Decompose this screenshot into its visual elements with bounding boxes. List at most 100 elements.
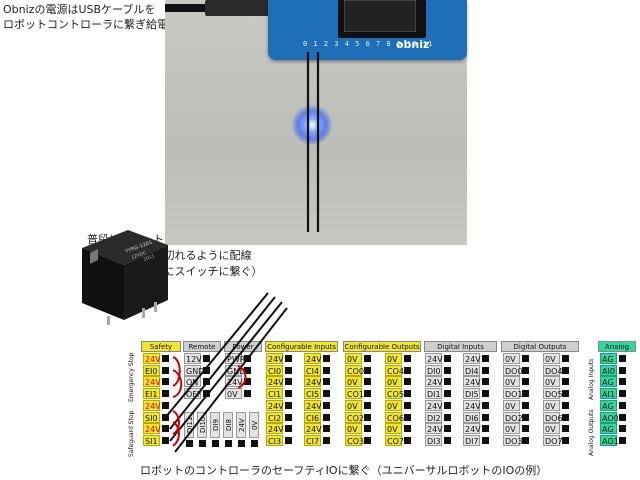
conf-out-b-terminal-5[interactable]	[404, 413, 411, 421]
dig-out-a-terminal-3[interactable]	[522, 390, 529, 398]
conf-in-a-terminal-0[interactable]	[285, 355, 292, 362]
conf-in-b-terminal-3[interactable]	[323, 390, 330, 398]
dig-in-a-terminal-6[interactable]	[444, 425, 451, 433]
conf-in-a-terminal-6[interactable]	[285, 425, 292, 433]
dig-in-b-terminal-7[interactable]	[482, 436, 489, 444]
dig-in-a-terminal-2[interactable]	[444, 378, 451, 386]
conf-in-b-terminal-6[interactable]	[323, 425, 330, 433]
dig-out-a-label-5: DO2	[503, 411, 523, 423]
remote-terminal-0[interactable]	[203, 355, 210, 362]
conf-in-a-label-7: CI3	[266, 434, 283, 446]
conf-in-a-terminal-4[interactable]	[285, 401, 292, 409]
dig-in-a-terminal-7[interactable]	[444, 436, 451, 444]
conf-out-b-terminal-1[interactable]	[404, 366, 411, 374]
dig-in-a-label-0: 24V	[425, 353, 443, 364]
dig-out-b-terminal-1[interactable]	[562, 366, 569, 374]
power-terminal-1[interactable]	[244, 366, 251, 374]
analog-terminal-3[interactable]	[619, 390, 626, 398]
analog-terminal-2[interactable]	[619, 378, 626, 386]
analog-terminal-7[interactable]	[619, 436, 626, 444]
conf-in-b-terminal-0[interactable]	[323, 355, 330, 362]
safety-terminal-3[interactable]	[162, 390, 169, 398]
conf-out-a-terminal-6[interactable]	[364, 425, 371, 433]
safety-terminal-6[interactable]	[162, 425, 169, 433]
remote-terminal-1[interactable]	[203, 366, 210, 374]
conf-out-b-terminal-6[interactable]	[404, 425, 411, 433]
safety-terminal-1[interactable]	[162, 366, 169, 374]
dig-in-a-terminal-1[interactable]	[444, 366, 451, 374]
di-bottom-terminal-1[interactable]	[199, 440, 206, 447]
dig-in-b-terminal-0[interactable]	[482, 355, 489, 362]
conf-in-a-terminal-7[interactable]	[285, 436, 292, 444]
di-bottom-terminal-0[interactable]	[186, 440, 193, 447]
power-label-3: 0V	[225, 388, 242, 400]
dig-out-b-terminal-3[interactable]	[562, 390, 569, 398]
dig-out-b-terminal-0[interactable]	[562, 355, 569, 362]
power-note-line2: ロボットコントローラに繋ぎ給電	[3, 18, 168, 31]
conf-in-a-terminal-5[interactable]	[285, 413, 292, 421]
di-bottom-terminal-5[interactable]	[251, 440, 258, 447]
dig-out-a-terminal-4[interactable]	[522, 401, 529, 409]
analog-label-4: AG	[600, 399, 617, 411]
conf-in-a-terminal-2[interactable]	[285, 378, 292, 386]
analog-terminal-0[interactable]	[619, 355, 626, 362]
safety-terminal-2[interactable]	[162, 378, 169, 386]
conf-out-b-terminal-0[interactable]	[404, 355, 411, 362]
analog-terminal-6[interactable]	[619, 425, 626, 433]
conf-out-b-terminal-2[interactable]	[404, 378, 411, 386]
dig-in-b-terminal-3[interactable]	[482, 390, 489, 398]
dig-out-b-terminal-7[interactable]	[562, 436, 569, 444]
dig-out-b-terminal-5[interactable]	[562, 413, 569, 421]
conf-in-b-terminal-1[interactable]	[323, 366, 330, 374]
dig-out-b-terminal-4[interactable]	[562, 401, 569, 409]
dig-in-b-terminal-6[interactable]	[482, 425, 489, 433]
conf-out-a-terminal-7[interactable]	[364, 436, 371, 444]
dig-in-b-terminal-2[interactable]	[482, 378, 489, 386]
safety-terminal-7[interactable]	[162, 436, 169, 444]
conf-in-b-terminal-4[interactable]	[323, 401, 330, 409]
dig-out-b-terminal-6[interactable]	[562, 425, 569, 433]
conf-out-a-terminal-0[interactable]	[364, 355, 371, 362]
conf-out-a-terminal-3[interactable]	[364, 390, 371, 398]
di-bottom-terminal-3[interactable]	[225, 440, 232, 447]
power-terminal-3[interactable]	[244, 390, 251, 398]
dig-out-a-terminal-0[interactable]	[522, 355, 529, 362]
dig-in-b-terminal-5[interactable]	[482, 413, 489, 421]
dig-in-b-terminal-1[interactable]	[482, 366, 489, 374]
conf-in-b-terminal-2[interactable]	[323, 378, 330, 386]
conf-in-a-terminal-3[interactable]	[285, 390, 292, 398]
remote-terminal-3[interactable]	[203, 390, 210, 398]
conf-out-a-terminal-1[interactable]	[364, 366, 371, 374]
dig-in-a-terminal-4[interactable]	[444, 401, 451, 409]
conf-in-b-label-0: 24V	[304, 353, 322, 364]
conf-out-a-terminal-5[interactable]	[364, 413, 371, 421]
dig-out-a-terminal-5[interactable]	[522, 413, 529, 421]
conf-out-b-terminal-7[interactable]	[404, 436, 411, 444]
conf-out-a-terminal-2[interactable]	[364, 378, 371, 386]
safety-terminal-4[interactable]	[162, 401, 169, 409]
dig-in-b-terminal-4[interactable]	[482, 401, 489, 409]
conf-out-a-label-1: CO0	[345, 364, 364, 376]
analog-terminal-5[interactable]	[619, 413, 626, 421]
dig-in-a-terminal-5[interactable]	[444, 413, 451, 421]
dig-in-a-terminal-0[interactable]	[444, 355, 451, 362]
dig-out-a-terminal-7[interactable]	[522, 436, 529, 444]
conf-out-b-terminal-3[interactable]	[404, 390, 411, 398]
dig-out-b-terminal-2[interactable]	[562, 378, 569, 386]
dig-out-a-terminal-1[interactable]	[522, 366, 529, 374]
conf-in-b-terminal-5[interactable]	[323, 413, 330, 421]
dig-out-a-terminal-6[interactable]	[522, 425, 529, 433]
conf-out-a-terminal-4[interactable]	[364, 401, 371, 409]
conf-out-b-terminal-4[interactable]	[404, 401, 411, 409]
conf-in-a-terminal-1[interactable]	[285, 366, 292, 374]
di-bottom-terminal-4[interactable]	[238, 440, 245, 447]
analog-terminal-1[interactable]	[619, 366, 626, 374]
di-bottom-terminal-2[interactable]	[212, 440, 219, 447]
conf-in-b-terminal-7[interactable]	[323, 436, 330, 444]
safety-terminal-0[interactable]	[162, 355, 169, 362]
dig-out-a-terminal-2[interactable]	[522, 378, 529, 386]
power-terminal-2[interactable]	[244, 378, 251, 386]
analog-terminal-4[interactable]	[619, 401, 626, 409]
dig-in-a-terminal-3[interactable]	[444, 390, 451, 398]
conf-in-a-label-2: 24V	[266, 376, 284, 388]
